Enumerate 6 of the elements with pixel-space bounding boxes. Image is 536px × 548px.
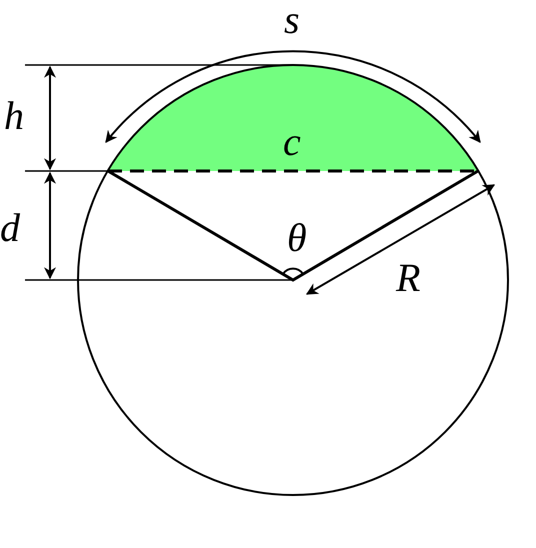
radius-label: R (396, 258, 420, 298)
height-label: h (4, 96, 24, 136)
angle-label: θ (287, 218, 307, 258)
distance-label: d (0, 208, 20, 248)
arc-length-label: s (284, 0, 300, 40)
chord-label: c (283, 122, 301, 162)
